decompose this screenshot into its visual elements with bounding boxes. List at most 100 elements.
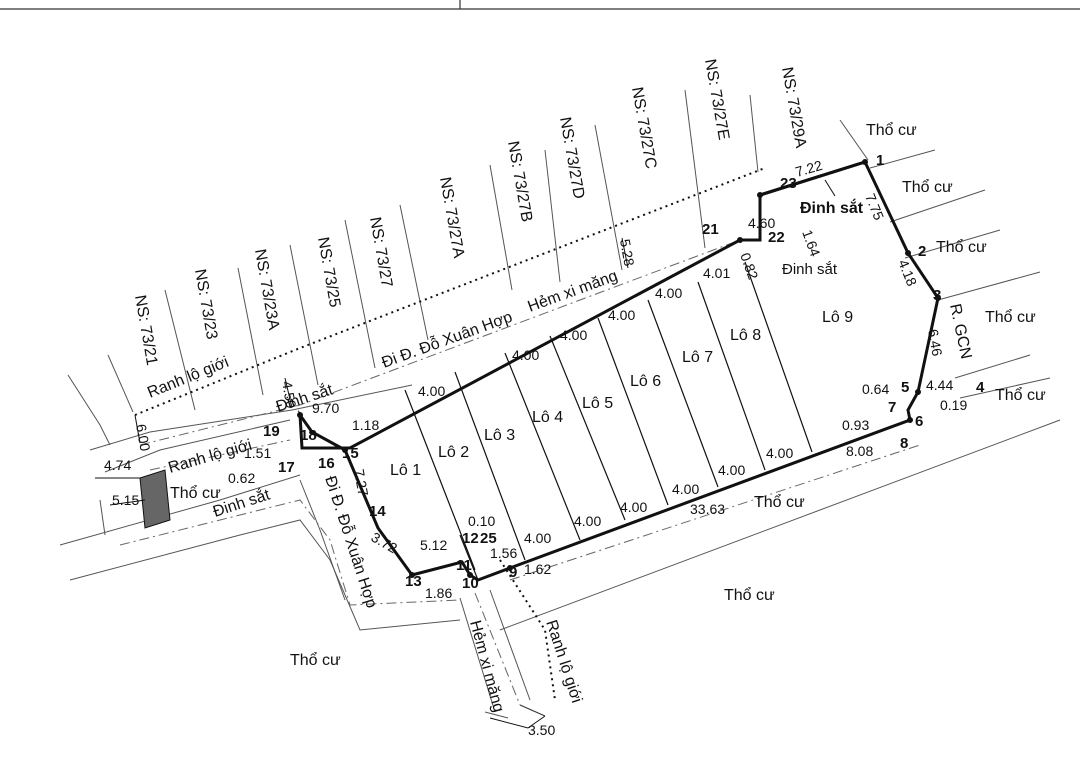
point-number: 19 xyxy=(263,423,280,440)
point-number: 5 xyxy=(901,379,909,396)
dimension-label: 1.62 xyxy=(524,561,551,577)
neighbor-lot-label: NS: 73/27B xyxy=(504,140,535,224)
residential-label: Thổ cư xyxy=(170,484,221,502)
dimension-label: 7.75 xyxy=(862,191,887,222)
residential-label: Thổ cư xyxy=(985,308,1036,326)
marker-label: Đinh sắt xyxy=(782,261,838,278)
dimension-label: 7.27 xyxy=(351,468,372,498)
dimension-label: 4.18 xyxy=(895,257,920,288)
dimension-label: 1.64 xyxy=(799,228,823,259)
neighbor-lot-label: NS: 73/27A xyxy=(436,176,467,260)
dimension-label: 7.22 xyxy=(793,157,824,180)
neighbor-lot-label: NS: 73/27D xyxy=(556,116,587,200)
point-number: 22 xyxy=(768,229,785,246)
neighbor-lot-label: NS: 73/25 xyxy=(314,236,343,309)
neighbor-lot-label: NS: 73/27E xyxy=(701,58,732,142)
survey-points xyxy=(297,159,941,578)
dimension-label: 9.70 xyxy=(312,400,339,416)
neighbor-lot-label: NS: 73/23A xyxy=(251,248,282,332)
lot-width-labels: 4.00 4.00 4.00 4.00 4.00 4.00 4.00 4.00 … xyxy=(418,307,793,546)
lot-labels: Lô 1 Lô 2 Lô 3 Lô 4 Lô 5 Lô 6 Lô 7 Lô 8 … xyxy=(390,309,853,479)
point-numbers: 1 2 3 4 5 6 7 8 9 10 11 12 13 14 15 16 1… xyxy=(263,152,985,592)
lot-label: Lô 2 xyxy=(438,444,469,461)
dimension-label: 0.93 xyxy=(842,417,869,433)
road-edges xyxy=(59,239,1061,729)
point-number: 13 xyxy=(405,573,422,590)
point-number: 8 xyxy=(900,435,908,452)
point-number: 18 xyxy=(300,427,317,444)
residential-label: Thổ cư xyxy=(902,178,953,196)
residential-label: Thổ cư xyxy=(936,238,987,256)
point-number: 12 xyxy=(462,530,479,547)
dimension-label: 6.00 xyxy=(133,423,154,453)
point-number: 9 xyxy=(509,564,517,581)
neighbor-lot-label: NS: 73/29A xyxy=(778,66,809,150)
point-number: 17 xyxy=(278,459,295,476)
lot-label: Lô 1 xyxy=(390,462,421,479)
dimension-label: 0.62 xyxy=(228,470,255,486)
dimension-label: 8.08 xyxy=(846,443,873,459)
road-label: Đi Đ. Đỗ Xuân Hợp xyxy=(379,307,515,372)
lot-width-label: 4.00 xyxy=(608,307,635,323)
lot-label: Lô 3 xyxy=(484,427,515,444)
point-number: 11 xyxy=(456,557,472,574)
neighbor-lot-lines xyxy=(67,89,1051,446)
dimension-label: 4.01 xyxy=(703,265,730,281)
marker-label: Đinh sắt xyxy=(800,198,864,217)
point-number: 25 xyxy=(480,530,497,547)
lot-width-label: 4.00 xyxy=(560,327,587,343)
point-number: 16 xyxy=(318,455,335,472)
neighbor-lot-label: NS: 73/21 xyxy=(131,294,160,367)
point-number: 14 xyxy=(369,503,386,520)
point-number: 1 xyxy=(876,152,884,169)
dimension-label: 5.15 xyxy=(112,492,139,508)
dimension-label: 5.12 xyxy=(420,537,447,553)
point-number: 10 xyxy=(462,575,479,592)
lot-width-label: 4.00 xyxy=(718,462,745,478)
dimension-label: 4.44 xyxy=(926,377,953,393)
gcn-label: R. GCN xyxy=(946,302,974,360)
dimension-label: 33.63 xyxy=(690,501,725,517)
lot-width-label: 4.00 xyxy=(620,499,647,515)
lot-width-label: 4.00 xyxy=(418,383,445,399)
point-number: 2 xyxy=(918,243,926,260)
residential-labels: Thổ cư Thổ cư Thổ cư Thổ cư Thổ cư Thổ c… xyxy=(170,121,1046,669)
dimension-label: 5.28 xyxy=(617,238,638,268)
dimension-arrows xyxy=(95,179,836,506)
residential-label: Thổ cư xyxy=(290,651,341,669)
neighbor-lot-label: NS: 73/27 xyxy=(366,216,395,289)
point-number: 6 xyxy=(915,413,923,430)
lot-label: Lô 8 xyxy=(730,327,761,344)
point-number: 23 xyxy=(780,175,797,192)
lot-label: Lô 5 xyxy=(582,395,613,412)
residential-label: Thổ cư xyxy=(866,121,917,139)
dimension-label: 4.00 xyxy=(655,285,682,301)
dimension-label: 6.46 xyxy=(925,328,946,358)
point-number: 4 xyxy=(976,379,985,396)
dimension-label: 4.74 xyxy=(104,457,131,473)
lot-width-label: 4.00 xyxy=(672,481,699,497)
lot-width-label: 4.00 xyxy=(574,513,601,529)
residential-label: Thổ cư xyxy=(995,386,1046,404)
dimension-label: 1.18 xyxy=(352,417,379,433)
lot-division-lines xyxy=(404,261,813,581)
point-number: 21 xyxy=(702,221,719,238)
dimension-label: 0.82 xyxy=(737,251,761,282)
alley-label: Hẻm xi măng xyxy=(466,619,507,714)
lot-width-label: 4.00 xyxy=(766,445,793,461)
dimension-label: 0.10 xyxy=(468,513,495,529)
dimension-label: 1.51 xyxy=(244,445,271,461)
residential-label: Thổ cư xyxy=(754,493,805,511)
neighbor-lot-label: NS: 73/27C xyxy=(628,86,659,170)
point-number: 7 xyxy=(888,399,896,416)
hatched-structure xyxy=(139,469,171,529)
dimension-label: 0.64 xyxy=(862,381,889,397)
lot-label: Lô 6 xyxy=(630,373,661,390)
dimension-label: 1.56 xyxy=(490,545,517,561)
dimension-label: 1.86 xyxy=(425,585,452,601)
parcel-top-edge xyxy=(740,160,866,242)
lot-width-label: 4.00 xyxy=(524,530,551,546)
lot-width-label: 4.00 xyxy=(512,347,539,363)
parcel-boundary xyxy=(298,160,940,582)
